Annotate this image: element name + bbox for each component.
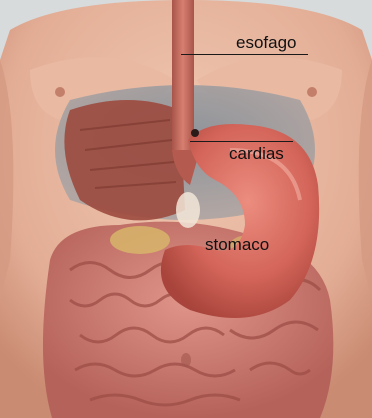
esophagus <box>172 0 194 150</box>
cardia-marker <box>191 129 199 137</box>
label-cardias: cardias <box>229 145 284 162</box>
label-stomaco: stomaco <box>205 236 269 253</box>
esofago-leader <box>181 54 308 55</box>
cardias-leader <box>190 141 293 142</box>
label-esofago: esofago <box>236 34 297 51</box>
